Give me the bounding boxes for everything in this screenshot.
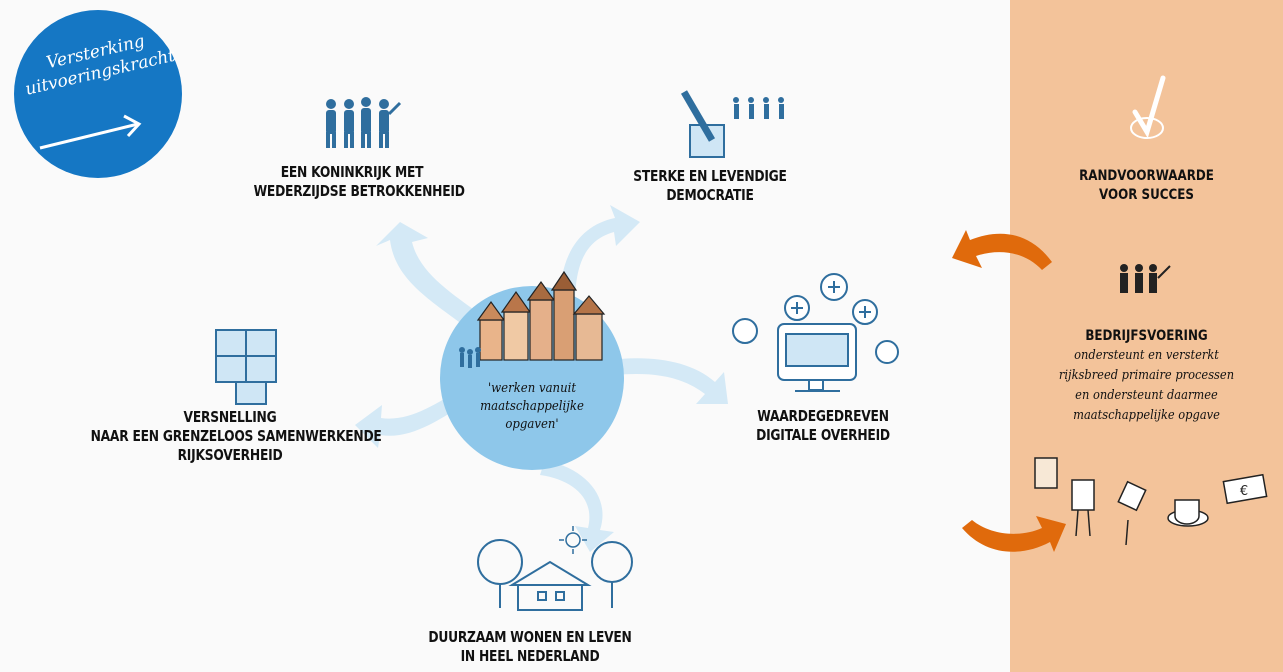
- puzzle-icon: [215, 329, 277, 405]
- side-body-line-4: maatschappelijke opgave: [1073, 408, 1220, 423]
- theme-democratie-line-2: DEMOCRATIE: [666, 186, 754, 204]
- badge-arrow-icon: [39, 114, 142, 150]
- theme-koninkrijk-line-1: EEN KONINKRIJK MET: [280, 163, 424, 181]
- side-title-text: BEDRIJFSVOERING: [1085, 328, 1208, 344]
- side-body-line-3: en ondersteunt daarmee: [1075, 388, 1218, 403]
- theme-democratie-label: STERKE EN LEVENDIGE DEMOCRATIE: [632, 167, 788, 205]
- theme-versnelling-line-2: NAAR EEN GRENZELOOS SAMENWERKENDE: [90, 427, 382, 445]
- theme-wonen-label: DUURZAAM WONEN EN LEVEN IN HEEL NEDERLAN…: [423, 628, 636, 666]
- side-heading-line-1: RANDVOORWAARDE: [1079, 168, 1214, 184]
- theme-digitaal-line-1: WAARDEGEDREVEN: [757, 407, 889, 425]
- theme-democratie-line-1: STERKE EN LEVENDIGE: [633, 167, 787, 185]
- office-objects-icons: [1034, 457, 1268, 546]
- ballot-vote-icon: [680, 90, 725, 158]
- theme-wonen-line-1: DUURZAAM WONEN EN LEVEN: [428, 628, 632, 646]
- side-body: ondersteunt en versterkt rijksbreed prim…: [1026, 346, 1266, 426]
- center-label: 'werken vanuit maatschappelijke opgaven': [456, 380, 609, 434]
- swirl-arrows: [355, 205, 728, 552]
- center-line-3: opgaven': [505, 417, 559, 432]
- sun-icon: [559, 526, 587, 554]
- side-body-line-1: ondersteunt en versterkt: [1074, 348, 1219, 363]
- theme-versnelling-line-1: VERSNELLING: [183, 408, 277, 426]
- office-people-icon: [1120, 264, 1171, 293]
- plus-glyphs: [791, 281, 871, 318]
- computer-screen-icon: [777, 323, 857, 392]
- checkmark-icon: [1130, 75, 1166, 139]
- speech-bubble-plus-icons: [732, 273, 899, 364]
- theme-digitaal-label: WAARDEGEDREVEN DIGITALE OVERHEID: [753, 407, 892, 445]
- theme-versnelling-label: VERSNELLING NAAR EEN GRENZELOOS SAMENWER…: [90, 408, 382, 465]
- cheering-people-icon: [733, 97, 784, 119]
- center-line-2: maatschappelijke: [480, 399, 584, 414]
- theme-digitaal-line-2: DIGITALE OVERHEID: [756, 426, 890, 444]
- orange-arrows: [952, 230, 1066, 552]
- people-crowd-icon: [459, 347, 481, 368]
- house-trees-icon: [477, 539, 633, 611]
- theme-koninkrijk-label: EEN KONINKRIJK MET WEDERZIJDSE BETROKKEN…: [253, 163, 465, 201]
- center-line-1: 'werken vanuit: [487, 381, 577, 396]
- side-heading-line-2: VOOR SUCCES: [1099, 187, 1194, 203]
- side-body-line-2: rijksbreed primaire processen: [1058, 368, 1235, 383]
- badge-circle: [14, 10, 182, 178]
- side-title: BEDRIJFSVOERING: [1030, 327, 1262, 346]
- theme-koninkrijk-line-2: WEDERZIJDSE BETROKKENHEID: [253, 182, 465, 200]
- side-heading: RANDVOORWAARDE VOOR SUCCES: [1030, 167, 1262, 205]
- village-illustration: [476, 270, 606, 361]
- euro-symbol: €: [1240, 484, 1248, 499]
- people-group-icon: [326, 97, 402, 148]
- theme-versnelling-line-3: RIJKSOVERHEID: [177, 446, 283, 464]
- side-panel: [1010, 0, 1283, 672]
- theme-wonen-line-2: IN HEEL NEDERLAND: [460, 647, 600, 665]
